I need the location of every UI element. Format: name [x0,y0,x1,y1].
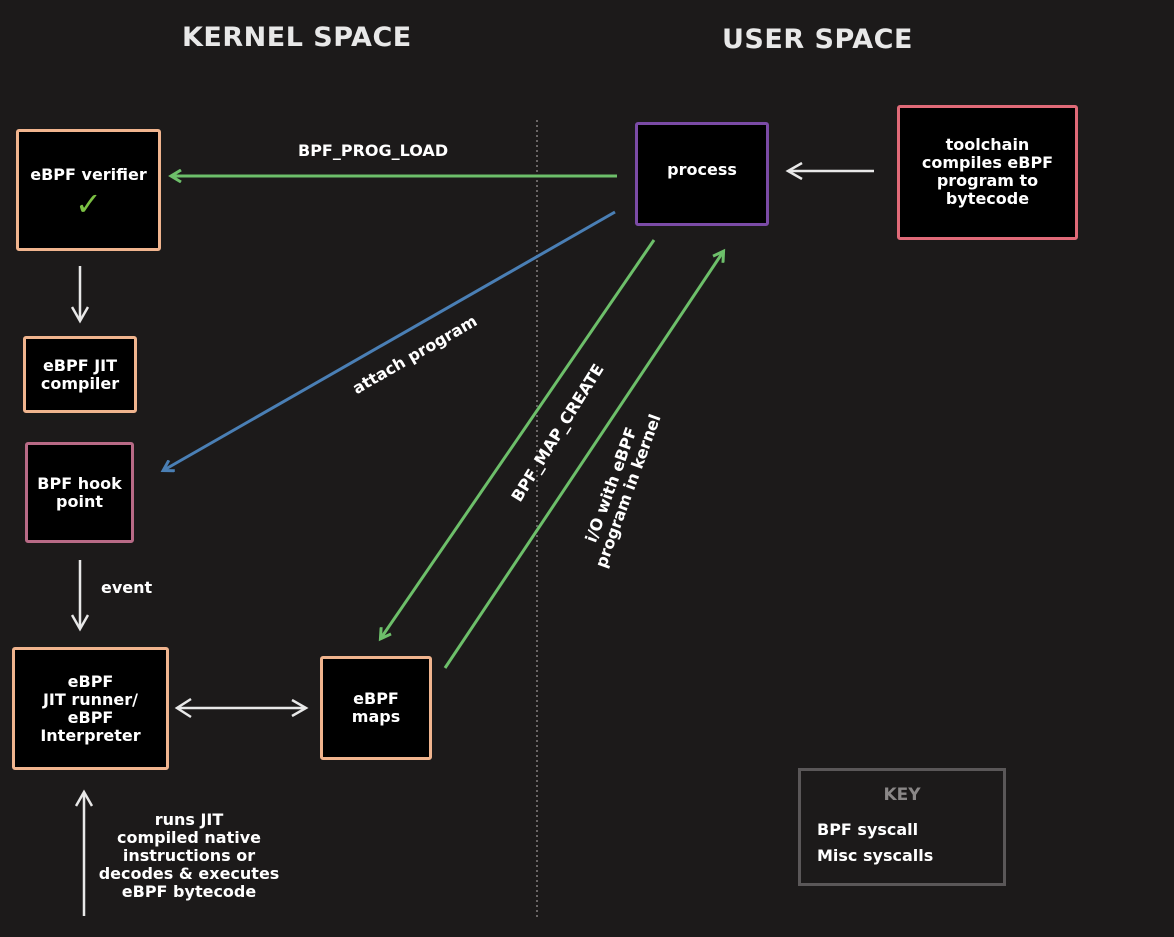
runs-jit-label: runs JIT compiled native instructions or… [98,810,280,901]
bpf-prog-load-label: BPF_PROG_LOAD [298,141,449,160]
bpf-hook-point-label: BPF hook point [37,473,122,511]
user-space-heading: USER SPACE [722,24,913,55]
ebpf-verifier-box: eBPF verifier ✓ [16,129,161,251]
ebpf-maps-box: eBPF maps [320,656,432,760]
key-item-bpf-syscall: BPF syscall [817,820,919,839]
process-label: process [667,160,737,179]
kernel-space-heading: KERNEL SPACE [182,22,412,53]
legend-key: KEY BPF syscall Misc syscalls [798,768,1006,886]
edge-io [443,252,723,669]
ebpf-jit-compiler-label: eBPF JIT compiler [40,355,120,393]
toolchain-box: toolchain compiles eBPF program to bytec… [897,105,1078,240]
key-title: KEY [883,785,921,805]
toolchain-label: toolchain compiles eBPF program to bytec… [921,135,1054,208]
ebpf-jit-compiler-box: eBPF JIT compiler [23,336,137,413]
edge-attach-program [164,210,616,470]
ebpf-jit-runner-box: eBPF JIT runner/ eBPF Interpreter [12,647,169,770]
check-icon: ✓ [75,185,102,223]
event-label: event [101,578,153,597]
ebpf-verifier-label: eBPF verifier [30,165,147,184]
process-box: process [635,122,769,226]
edge-map-create [381,239,656,638]
key-item-misc-syscalls: Misc syscalls [817,846,934,865]
ebpf-maps-label: eBPF maps [351,689,401,726]
bpf-hook-point-box: BPF hook point [25,442,134,543]
ebpf-jit-runner-label: eBPF JIT runner/ eBPF Interpreter [40,671,141,745]
